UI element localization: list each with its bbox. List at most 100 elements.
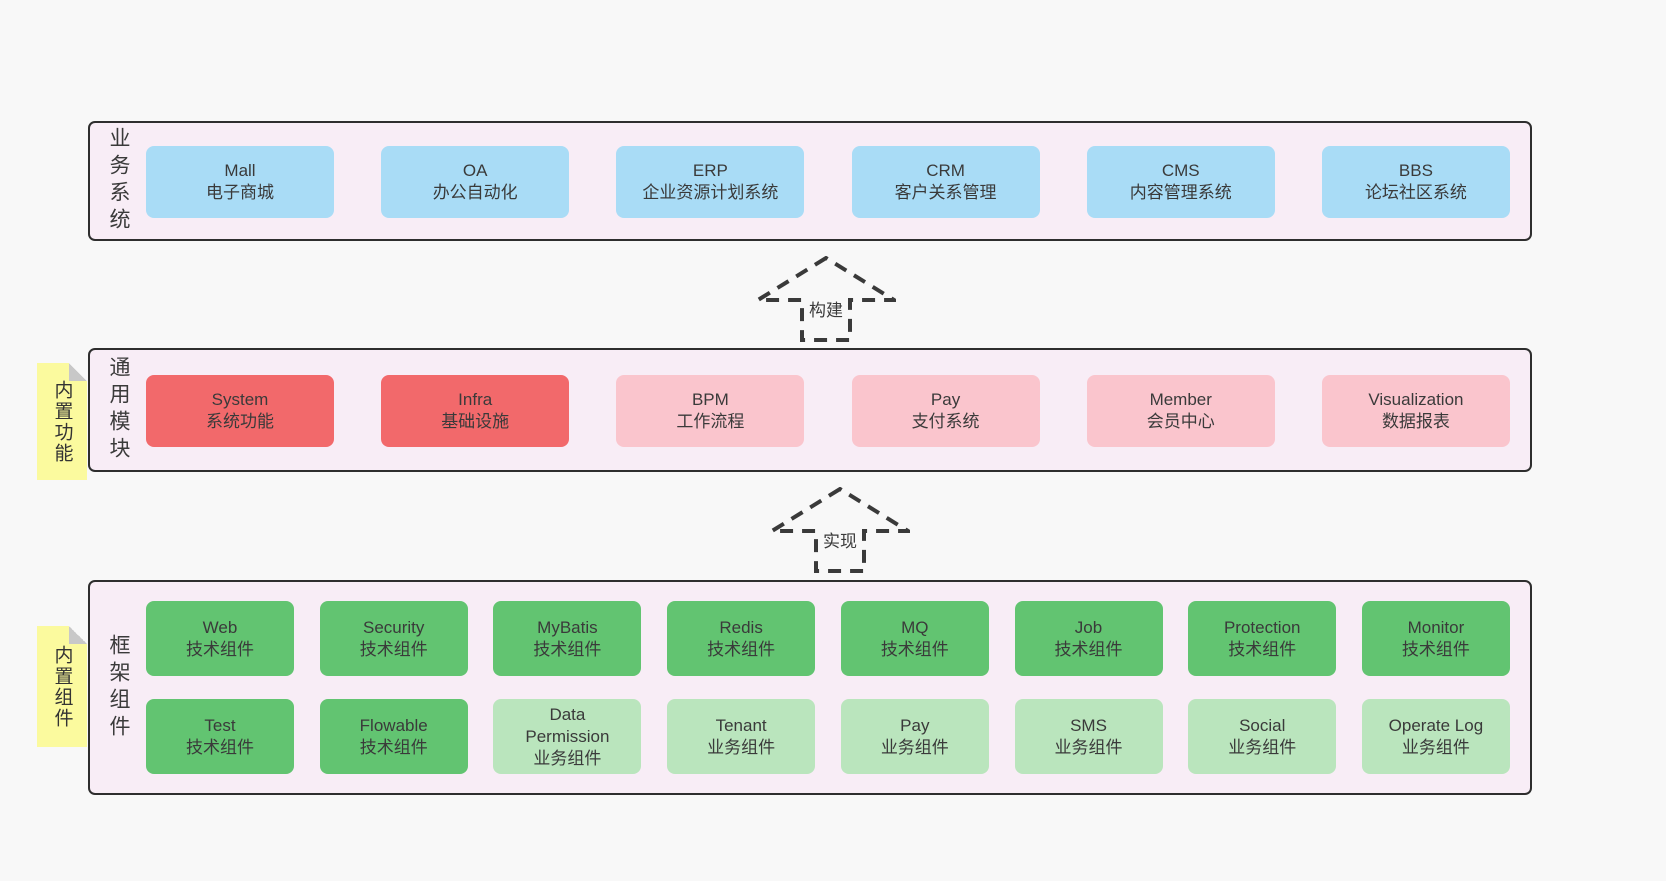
box-subtitle: 业务组件	[533, 748, 602, 768]
build-arrow-label: 构建	[806, 296, 846, 321]
box-subtitle: 业务组件	[880, 737, 949, 757]
box-subtitle: 客户关系管理	[894, 183, 997, 202]
box-subtitle: 数据报表	[1381, 412, 1450, 431]
box-subtitle: 技术组件	[359, 639, 428, 659]
box-title: Redis	[719, 617, 763, 637]
box-subtitle: 业务组件	[1401, 737, 1470, 757]
box-subtitle: 技术组件	[359, 737, 428, 757]
box-title: Pay	[900, 715, 930, 735]
box-subtitle: 技术组件	[186, 737, 254, 757]
box-subtitle: 技术组件	[707, 639, 776, 659]
sticky-note-builtin-components: 内置组件	[37, 626, 87, 747]
band-label-framework-components: 框架组件	[107, 633, 130, 742]
band-business-systems: 业务系统 Mall 电子商城 OA 办公自动化 ERP 企业资源计划系统 CRM 客户关系管理…	[88, 121, 1532, 241]
row-business-systems: Mall 电子商城 OA 办公自动化 ERP 企业资源计划系统 CRM 客户关系管理 CMS 内容…	[146, 146, 1510, 218]
box-title: Tenant	[715, 715, 767, 735]
box-subtitle: 论坛社区系统	[1364, 183, 1467, 202]
diagram-box-visualization: Visualization 数据报表	[1321, 375, 1510, 447]
box-title: Flowable	[359, 715, 428, 735]
box-title: Job	[1074, 617, 1103, 637]
box-subtitle: 基础设施	[441, 412, 510, 431]
box-subtitle: 业务组件	[1054, 737, 1123, 757]
box-title: System	[211, 390, 269, 409]
box-title: Monitor	[1407, 617, 1465, 637]
box-title: Test	[204, 715, 236, 735]
sticky-note-builtin-features: 内置功能	[37, 363, 87, 480]
box-title: Pay	[930, 390, 961, 409]
box-subtitle: 会员中心	[1146, 412, 1215, 431]
box-subtitle: 技术组件	[186, 639, 254, 659]
sticky-note-label: 内置功能	[51, 379, 73, 464]
box-title: MyBatis	[537, 617, 598, 637]
box-subtitle: 电子商城	[206, 183, 274, 202]
implement-arrow: 实现	[770, 487, 910, 573]
diagram-box-crm: CRM 客户关系管理	[851, 146, 1040, 218]
box-title: Infra	[458, 390, 493, 409]
box-title: BPM	[691, 390, 729, 409]
build-arrow: 构建	[756, 256, 896, 342]
box-title: Protection	[1223, 617, 1301, 637]
dashed-up-arrow-icon	[770, 487, 910, 573]
box-subtitle: 内容管理系统	[1129, 183, 1232, 202]
diagram-box-bpm: BPM 工作流程	[616, 375, 805, 447]
box-subtitle: 支付系统	[911, 412, 980, 431]
folded-corner-icon	[69, 363, 87, 381]
box-title: BBS	[1398, 161, 1433, 180]
diagram-box-infra: Infra 基础设施	[381, 375, 570, 447]
diagram-box-mall: Mall 电子商城	[146, 146, 334, 218]
box-subtitle: 技术组件	[1054, 639, 1123, 659]
box-subtitle: 技术组件	[533, 639, 602, 659]
box-title: Operate Log	[1388, 715, 1484, 735]
box-title: Visualization	[1368, 390, 1464, 409]
diagram-box-cms: CMS 内容管理系统	[1086, 146, 1275, 218]
band-label-common-modules: 通用模块	[107, 356, 130, 464]
folded-corner-icon	[69, 626, 87, 644]
box-subtitle: 工作流程	[676, 412, 745, 431]
box-title: Member	[1149, 390, 1212, 409]
box-title: CRM	[926, 161, 965, 180]
box-title: Data Permission	[525, 704, 610, 746]
box-title: MQ	[901, 617, 929, 637]
box-title: ERP	[692, 161, 728, 180]
box-subtitle: 办公自动化	[432, 183, 518, 202]
box-title: Mall	[224, 161, 256, 180]
diagram-box-erp: ERP 企业资源计划系统	[616, 146, 805, 218]
implement-arrow-label: 实现	[820, 527, 860, 552]
box-subtitle: 企业资源计划系统	[642, 183, 779, 202]
box-title: Social	[1239, 715, 1286, 735]
box-title: Web	[202, 617, 238, 637]
box-title: SMS	[1070, 715, 1107, 735]
box-title: CMS	[1161, 161, 1200, 180]
box-subtitle: 业务组件	[707, 737, 776, 757]
box-title: OA	[462, 161, 488, 180]
band-label-business-systems: 业务系统	[107, 127, 130, 235]
diagram-box-member: Member 会员中心	[1086, 375, 1275, 447]
diagram-box-pay: Pay 支付系统	[851, 375, 1040, 447]
box-subtitle: 技术组件	[1228, 639, 1297, 659]
box-subtitle: 技术组件	[880, 639, 949, 659]
box-subtitle: 业务组件	[1228, 737, 1297, 757]
diagram-box-oa: OA 办公自动化	[381, 146, 570, 218]
